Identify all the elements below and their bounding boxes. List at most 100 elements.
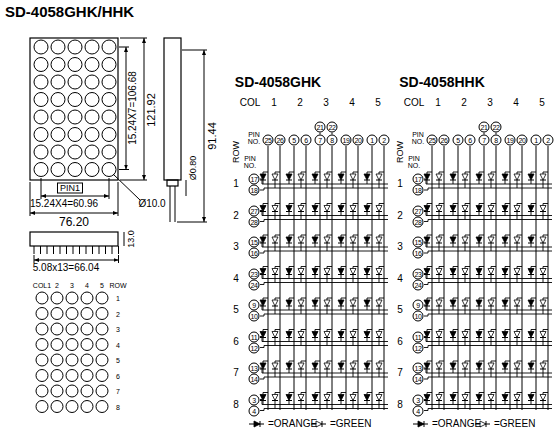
orange-led-symbol [502,237,508,243]
led-lead [289,275,290,279]
led-lead [367,306,368,310]
green-led-symbol [350,174,356,180]
led-dot [34,40,48,54]
column-number: 1 [435,98,441,108]
led-dot [34,128,48,142]
orange-led-symbol [424,206,430,212]
led-lead [275,401,276,409]
led-lead [479,180,480,184]
led-dot [81,385,93,397]
led-lead [275,212,276,220]
led-lead [427,401,428,405]
led-dot [66,354,78,366]
led-lead [341,243,342,247]
column-number: 2 [297,98,303,108]
dimension-label: 76.20 [59,216,89,228]
pin-number: 17 [413,174,424,185]
orange-led-symbol [364,206,370,212]
green-led-symbol [324,300,330,306]
orange-led-symbol [528,174,534,180]
led-cathode-bar [260,421,261,427]
orange-led-symbol [286,363,292,369]
led-lead [505,275,506,279]
green-led-symbol [488,332,494,338]
led-dot [81,323,93,335]
row-wire-orange [260,242,388,247]
green-led-symbol [376,395,382,401]
orange-led-symbol [286,206,292,212]
orange-led-symbol [476,363,482,369]
pin-lead [99,246,100,254]
green-led-symbol [272,363,278,369]
led-lead [327,212,328,220]
pin-number: 23 [413,268,424,279]
pin-number: 17 [249,174,260,185]
led-dot [34,163,48,177]
green-led-symbol [272,174,278,180]
led-lead [353,401,354,409]
green-led-symbol [376,363,382,369]
orange-led-symbol [338,300,344,306]
dimension-label: Ø0.80 [189,155,198,182]
extension-line [120,180,147,181]
pin-lead [92,246,93,254]
led-lead [353,306,354,314]
led-dot [51,128,65,142]
led-dot [34,145,48,159]
green-led-symbol [462,363,468,369]
row-wire-green [260,377,388,379]
pin-number: 18 [249,185,260,196]
led-lead [465,243,466,251]
orange-led-symbol [312,363,318,369]
green-led-symbol [488,206,494,212]
led-lead [453,369,454,373]
led-lead [367,275,368,279]
led-dot [66,308,78,320]
led-cathode-bar [424,421,425,427]
led-dot [68,58,82,72]
led-lead [453,243,454,247]
column-wire-green [332,146,333,410]
green-led-symbol [514,174,520,180]
led-lead [505,243,506,247]
led-dot [102,58,116,72]
led-lead [367,180,368,184]
column-wire-green [306,146,307,410]
dimension-line [126,47,127,170]
row-wire-green [424,251,552,253]
led-lead [263,306,264,310]
led-lead [517,180,518,188]
pin-number: 18 [413,185,424,196]
green-led-symbol [324,332,330,338]
led-lead [479,275,480,279]
orange-led-symbol [364,332,370,338]
pin-number: 21 [315,122,326,133]
orange-led-symbol [338,174,344,180]
green-led-symbol [462,395,468,401]
led-lead [367,369,368,373]
row-number: 8 [233,400,239,410]
orange-led-symbol [286,332,292,338]
dimension-label: 15.24X7=106.68 [128,70,138,146]
led-dot [51,58,65,72]
led-lead [543,401,544,409]
row-wire-orange [260,274,388,279]
pin-number: 25 [427,135,438,146]
extension-line [182,50,207,51]
led-lead [289,369,290,373]
pin-number: 9 [413,300,424,311]
led-lead [275,243,276,251]
pin-no-label: PIN NO. [245,131,263,145]
led-lead [301,338,302,346]
led-dot [51,163,65,177]
led-lead [263,369,264,373]
orange-led-symbol [260,269,266,275]
extension-line [109,178,110,199]
legend-text: =GREEN [330,419,371,429]
led-dot [34,58,48,72]
led-lead [491,401,492,409]
row-wire-green [260,188,388,190]
orange-led-symbol [476,332,482,338]
pin-number: 15 [413,237,424,248]
led-lead [543,369,544,377]
